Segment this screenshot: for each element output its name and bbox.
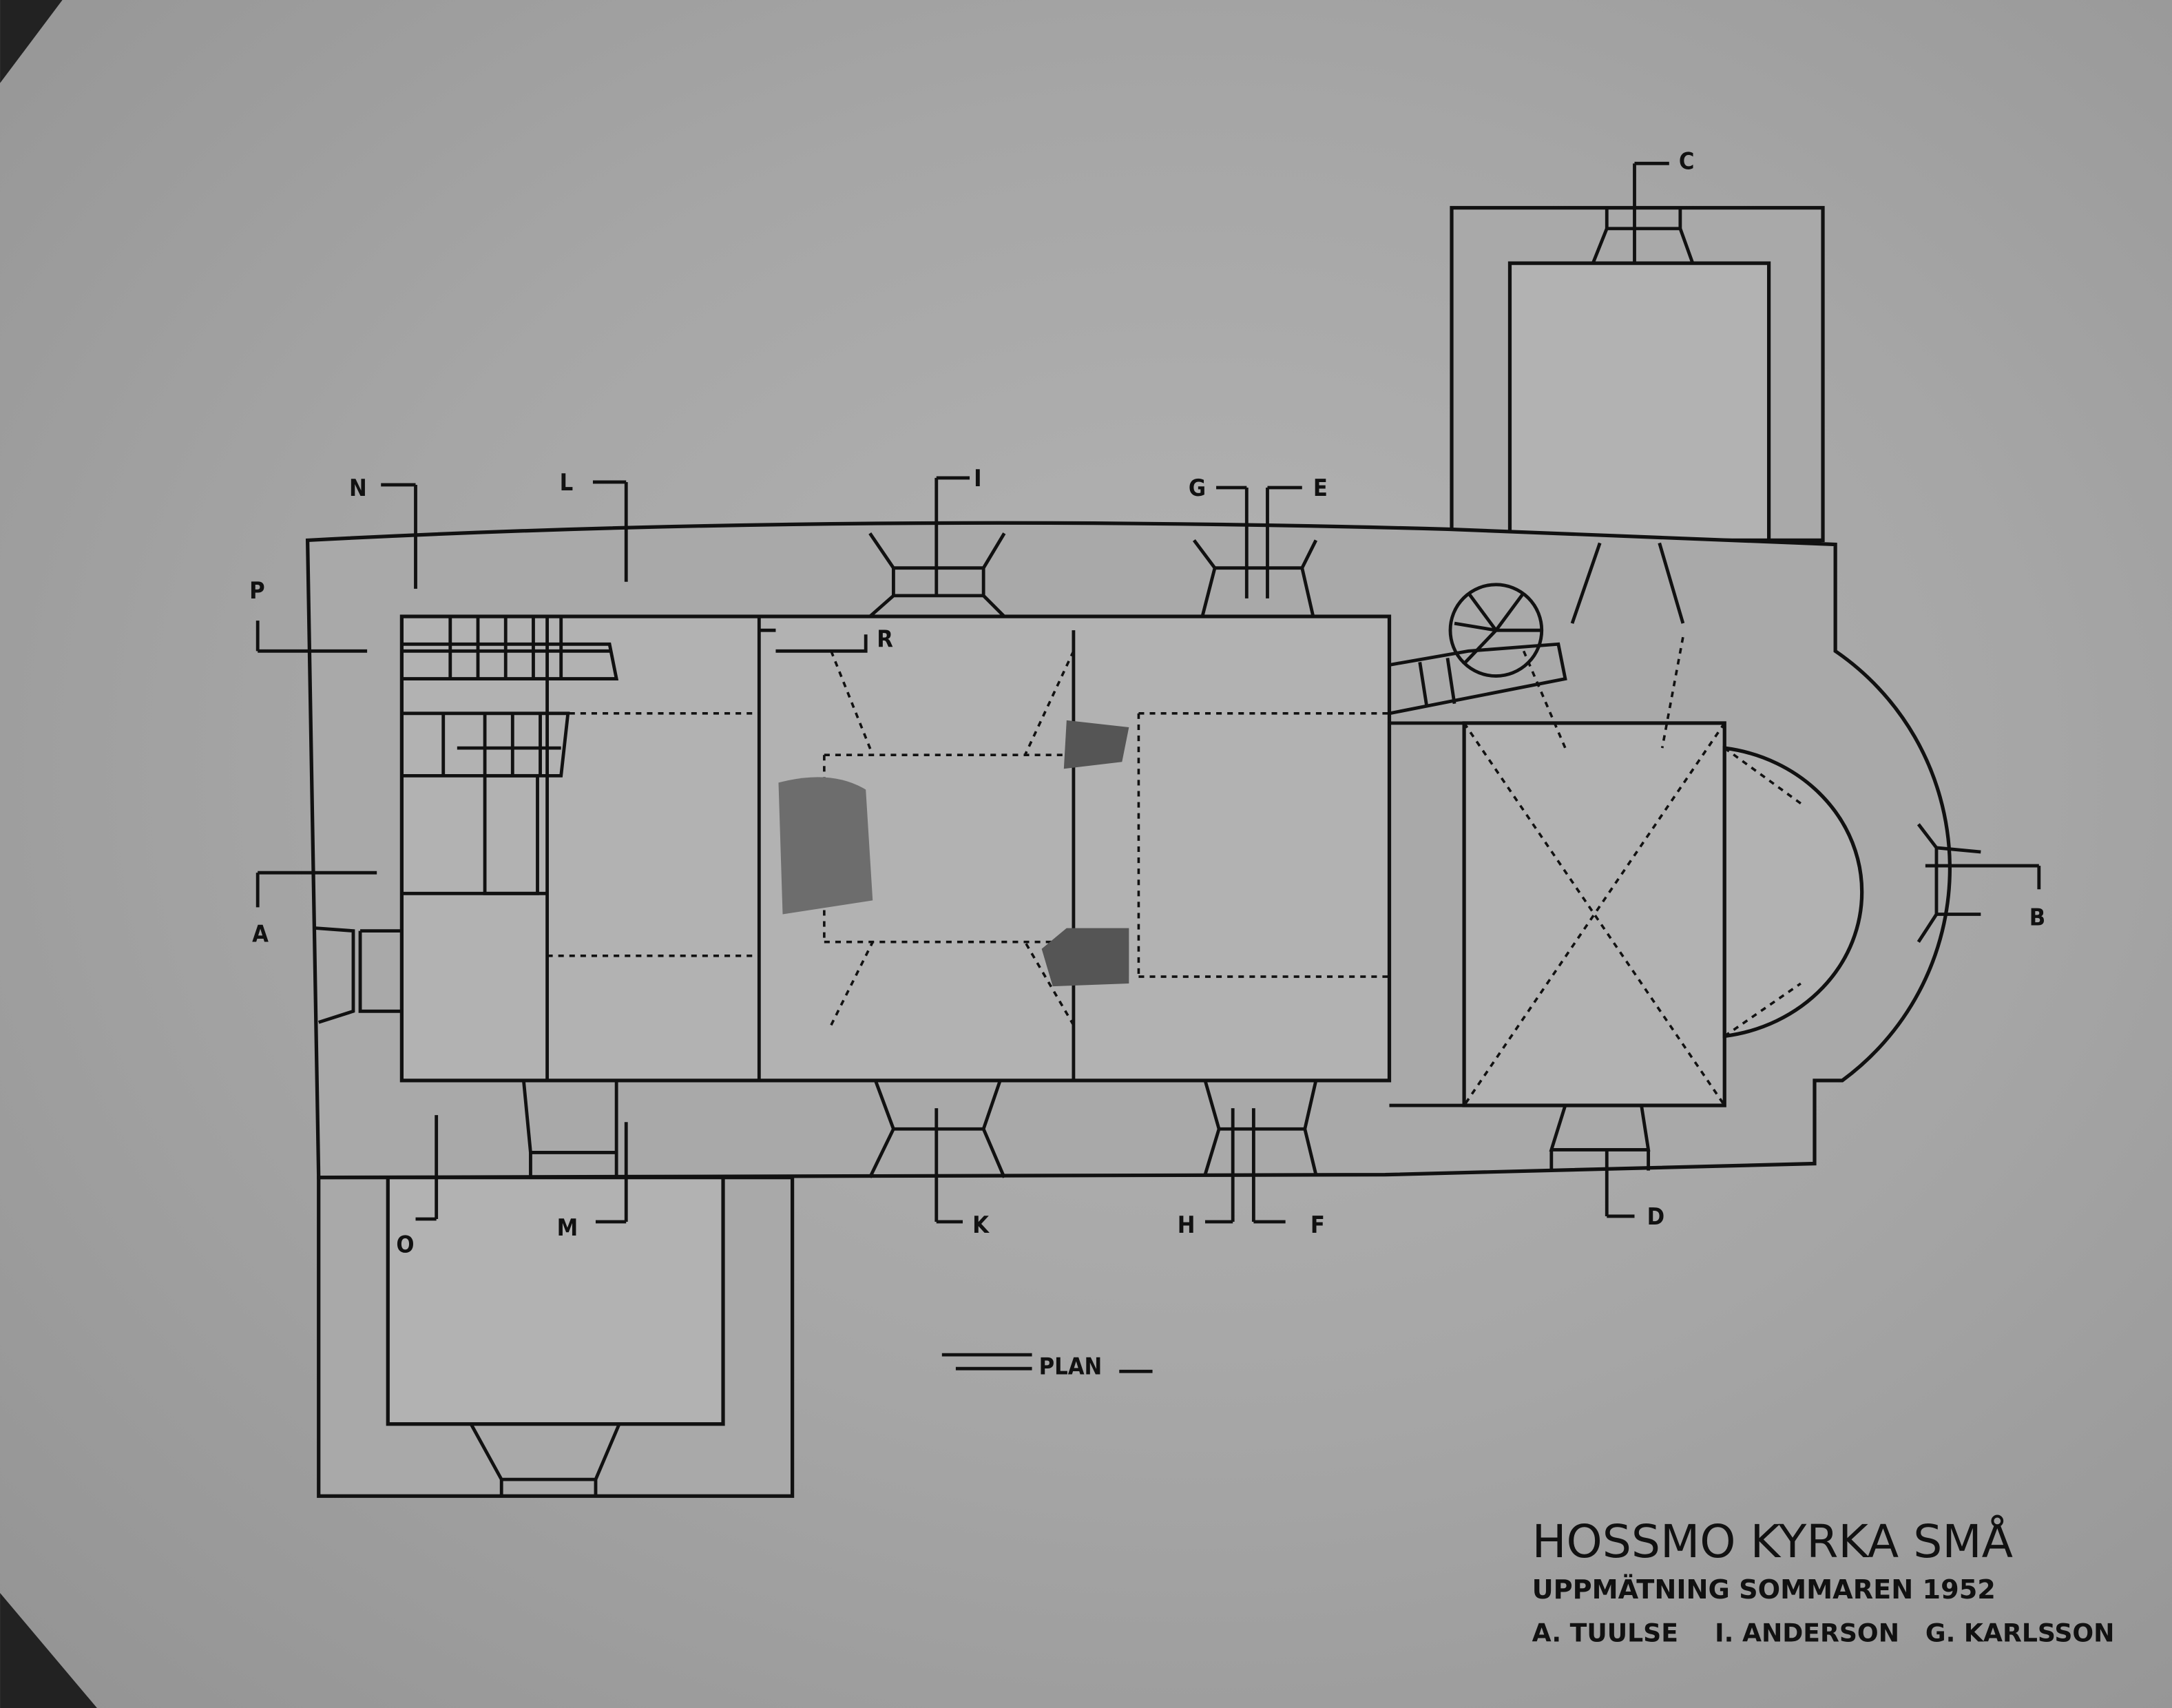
section-label-p: P <box>249 577 265 605</box>
section-label-h: H <box>1178 1211 1195 1239</box>
section-label-c: C <box>1679 147 1695 175</box>
corner-shadow <box>0 0 63 83</box>
stain-patch <box>1063 720 1129 769</box>
section-lines <box>255 161 2041 1224</box>
south-porch <box>317 1176 795 1498</box>
corner-shadow <box>0 1593 97 1708</box>
stain-patch <box>1041 928 1129 987</box>
section-label-k: K <box>972 1211 990 1239</box>
author-1: A. TUULSE <box>1532 1618 1678 1647</box>
section-label-d: D <box>1647 1203 1665 1231</box>
author-3: G. KARLSSON <box>1925 1618 2115 1647</box>
section-label-f: F <box>1310 1211 1325 1239</box>
section-label-l: L <box>560 469 574 497</box>
drawing-subtitle: UPPMÄTNING SOMMAREN 1952 <box>1532 1573 1996 1605</box>
title-block: HOSSMO KYRKA SMÅ UPPMÄTNING SOMMAREN 195… <box>1532 1514 2115 1648</box>
section-labels: N L I G E C P R A B O M K H F D <box>249 147 2045 1258</box>
section-label-b: B <box>2029 904 2045 932</box>
drawing-title: HOSSMO KYRKA SMÅ <box>1532 1514 2013 1568</box>
nave-and-chancel <box>305 521 1981 1180</box>
section-label-a: A <box>252 921 269 948</box>
section-label-g: G <box>1189 475 1206 502</box>
section-label-m: M <box>557 1214 578 1242</box>
section-label-e: E <box>1313 475 1328 502</box>
section-label-n: N <box>349 475 367 502</box>
north-tower <box>1450 206 1825 543</box>
section-label-i: I <box>974 465 981 492</box>
stain-patch <box>778 777 873 915</box>
section-label-o: O <box>396 1231 414 1258</box>
plan-underline <box>941 1353 1153 1373</box>
plan-label: PLAN <box>1039 1353 1103 1380</box>
author-2: I. ANDERSON <box>1715 1618 1899 1647</box>
section-label-r: R <box>877 625 893 653</box>
